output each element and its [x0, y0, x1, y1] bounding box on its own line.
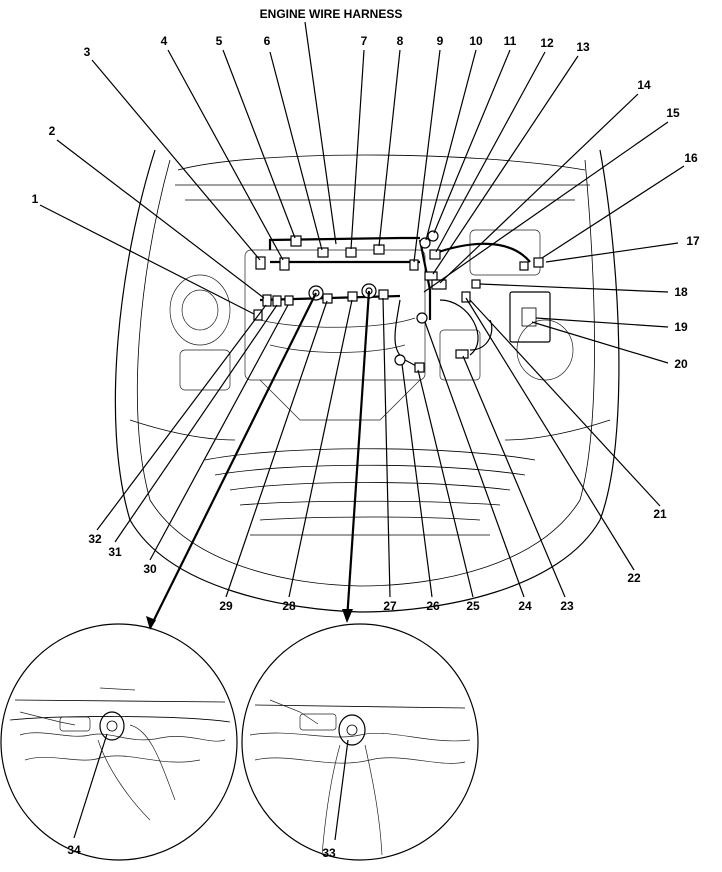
callout-31: 31 [108, 545, 122, 559]
callout-16: 16 [684, 151, 698, 165]
callout-30: 30 [143, 562, 157, 576]
callout-3: 3 [84, 45, 91, 59]
callout-33: 33 [322, 846, 336, 860]
connector-7 [345, 247, 357, 258]
callout-5: 5 [216, 34, 223, 48]
connector-21 [461, 291, 471, 303]
title-leader [304, 21, 337, 245]
callout-1: 1 [32, 192, 39, 206]
detail-view-right: 33 [241, 623, 479, 861]
callout-29: 29 [219, 599, 233, 613]
callout-9: 9 [437, 34, 444, 48]
callout-25: 25 [466, 599, 480, 613]
fuse-box [509, 291, 551, 343]
connector-4 [279, 257, 290, 271]
callout-15: 15 [666, 106, 680, 120]
connector-11 [427, 230, 439, 242]
connector-14 [431, 279, 447, 290]
detail-view-left: 34 [0, 623, 238, 861]
callout-26: 26 [426, 599, 440, 613]
callout-27: 27 [383, 599, 397, 613]
callout-14: 14 [637, 78, 651, 92]
callout-13: 13 [576, 40, 590, 54]
callout-7: 7 [361, 34, 368, 48]
connector-27 [378, 289, 389, 300]
callout-8: 8 [397, 34, 404, 48]
callout-23: 23 [560, 599, 574, 613]
connector-31 [272, 295, 282, 307]
connector-18 [471, 279, 481, 289]
callout-32: 32 [88, 532, 102, 546]
connector-29 [322, 293, 333, 304]
connector-6 [317, 247, 329, 258]
connector-13 [424, 271, 438, 281]
connector-10 [419, 237, 431, 249]
callout-10: 10 [469, 34, 483, 48]
connector-28 [347, 291, 358, 302]
connector-26 [394, 354, 406, 366]
callout-11: 11 [504, 34, 517, 48]
callout-18: 18 [674, 285, 688, 299]
connector-16 [519, 261, 529, 271]
callout-34: 34 [67, 843, 81, 857]
vehicle-outline [114, 149, 620, 613]
connector-23 [455, 349, 469, 359]
callout-12: 12 [540, 36, 554, 50]
callout-labels: 1 2 3 4 5 6 7 8 9 10 11 12 13 14 15 16 1… [32, 34, 700, 613]
callout-22: 22 [627, 571, 641, 585]
callout-6: 6 [264, 34, 271, 48]
callout-20: 20 [674, 357, 688, 371]
callout-19: 19 [674, 320, 688, 334]
callout-leaders [39, 49, 685, 630]
callout-24: 24 [518, 599, 532, 613]
callout-4: 4 [161, 34, 168, 48]
connector-12 [429, 249, 441, 260]
connectors [253, 230, 544, 373]
callout-17: 17 [686, 234, 700, 248]
callout-21: 21 [653, 507, 667, 521]
callout-28: 28 [282, 599, 296, 613]
harness-main [259, 236, 531, 369]
connector-17 [533, 257, 544, 268]
diagram-title: ENGINE WIRE HARNESS [260, 7, 403, 21]
connector-30 [284, 295, 294, 306]
connector-25 [414, 362, 425, 373]
callout-2: 2 [49, 124, 56, 138]
connector-24 [416, 312, 428, 324]
connector-5 [290, 235, 302, 247]
connector-2 [262, 294, 272, 307]
connector-8 [373, 244, 385, 255]
connector-3 [255, 256, 266, 270]
